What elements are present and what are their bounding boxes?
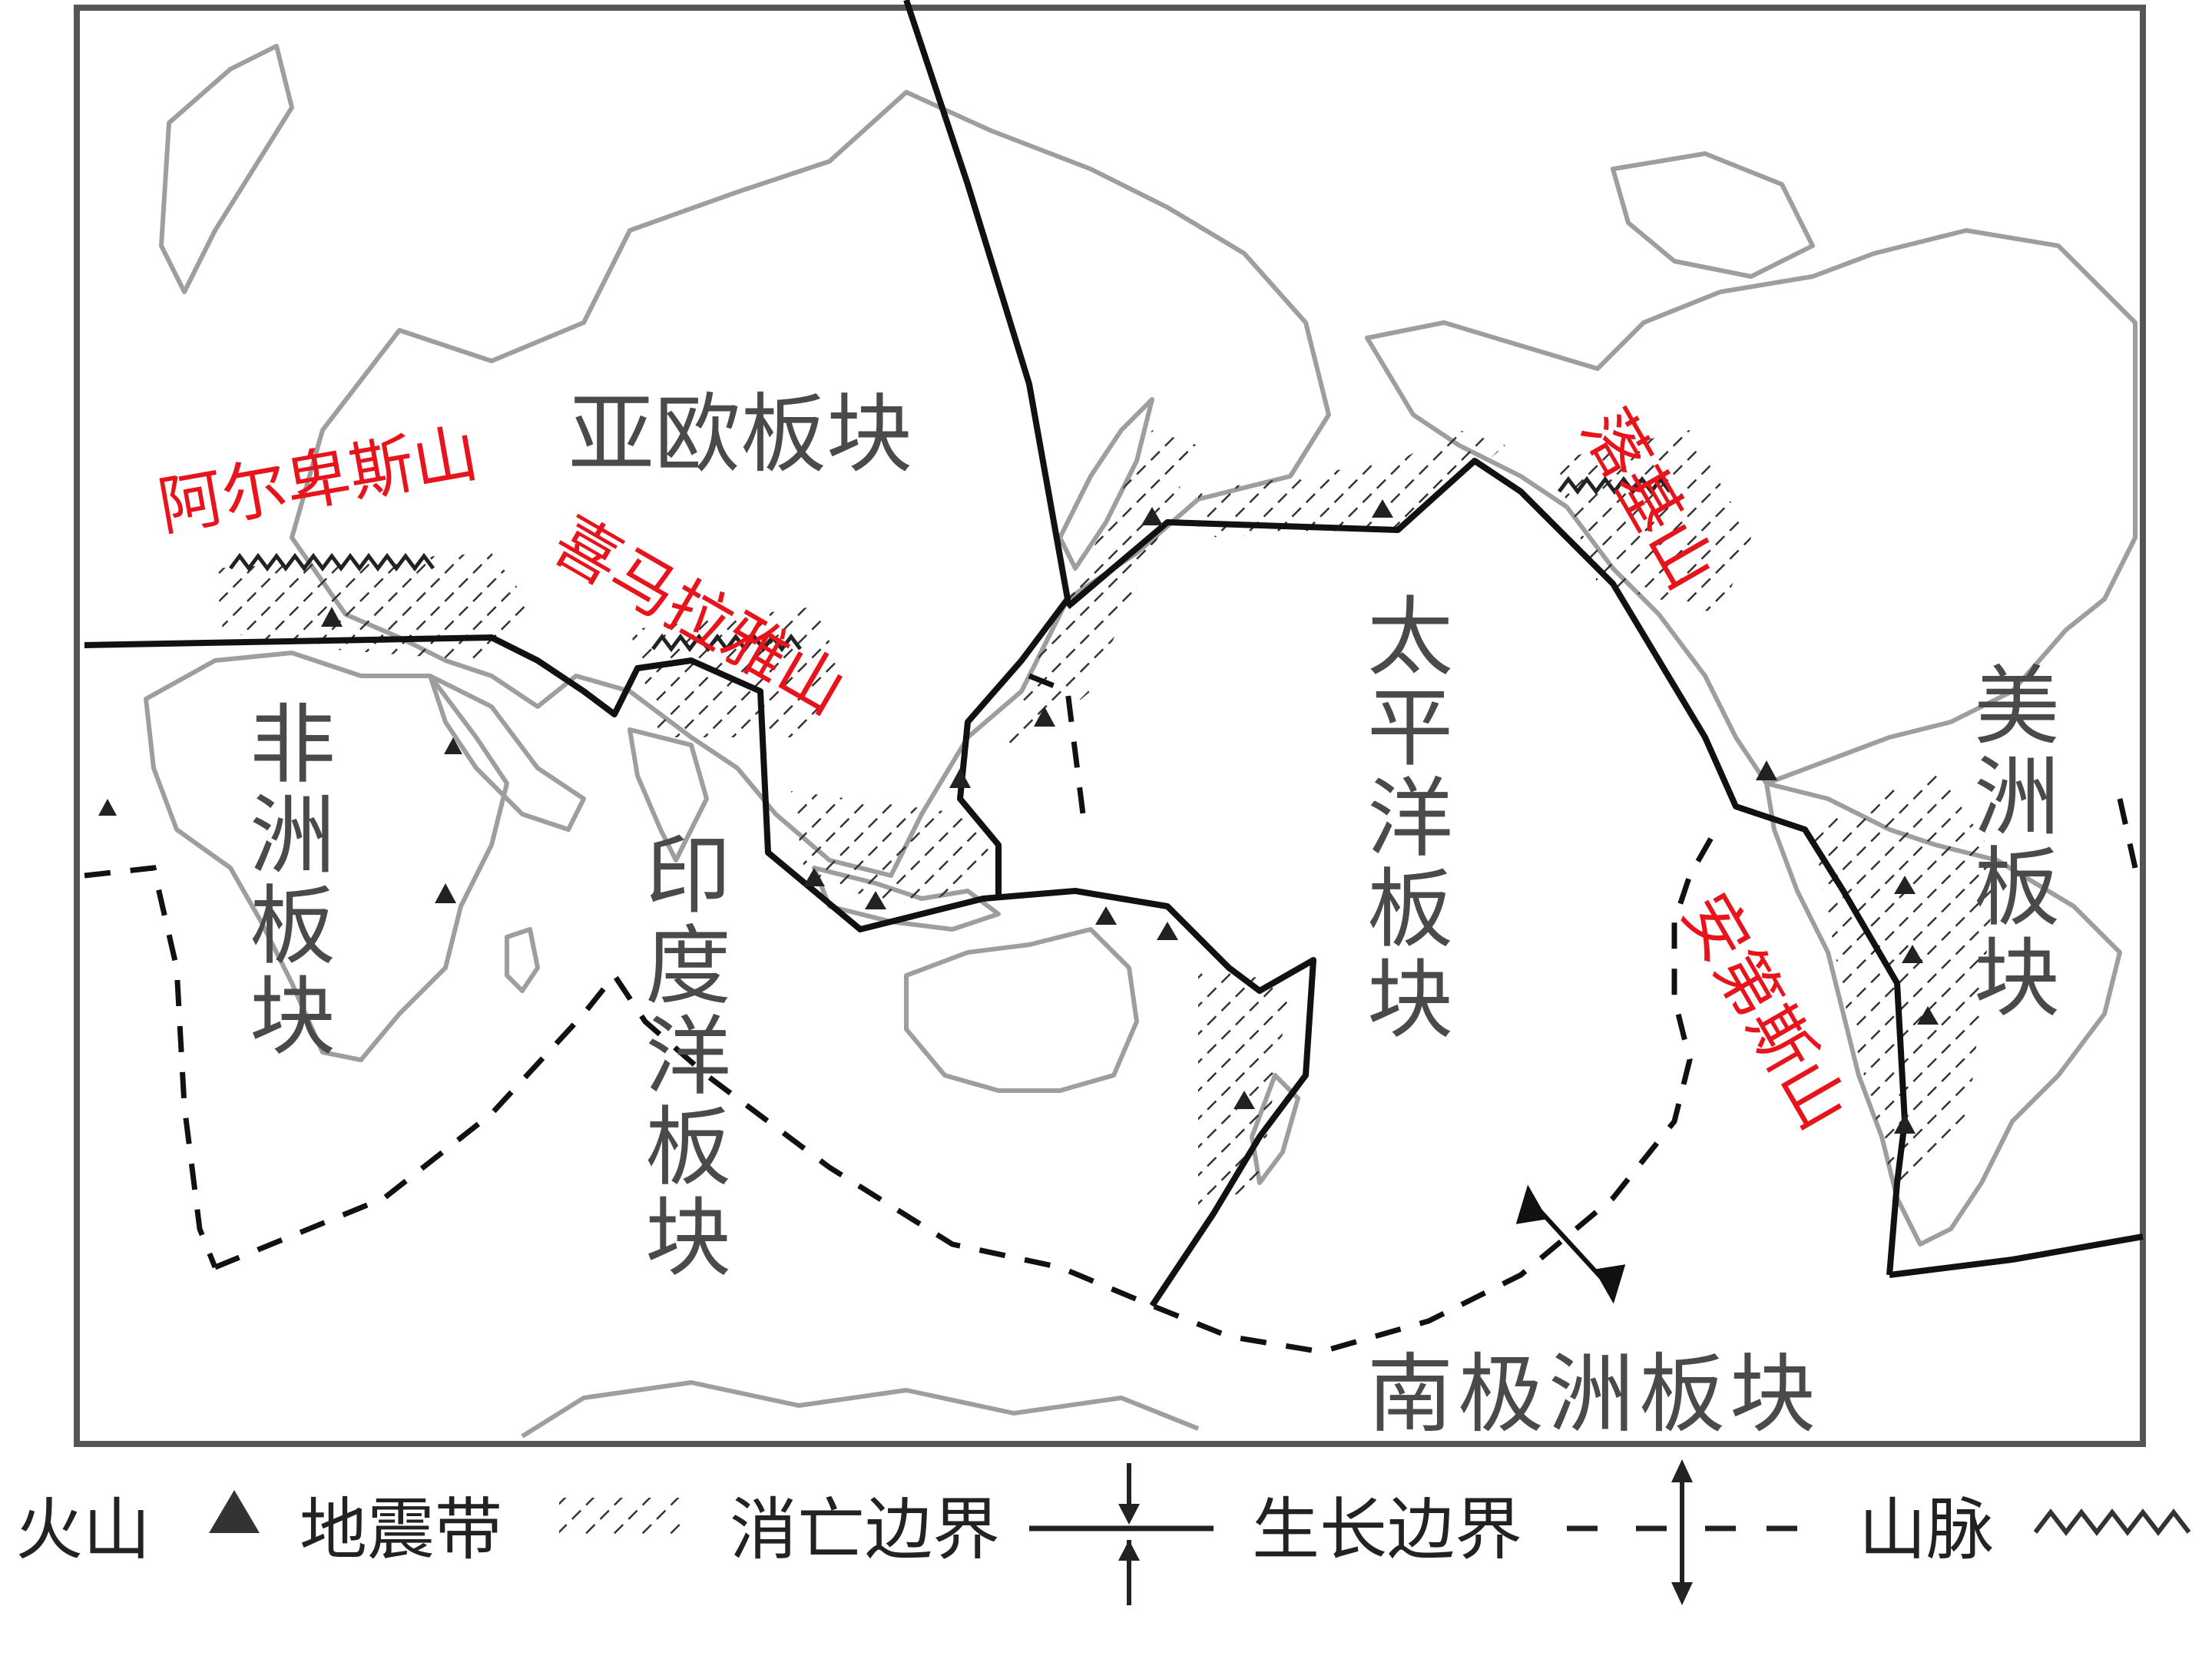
legend-seismic-label: 地震带 (300, 1490, 503, 1569)
volcano-icon (1756, 760, 1777, 780)
label-american-plate: 美洲板块 (1959, 661, 2059, 1023)
label-pacific-plate: 太平洋板块 (1353, 591, 1452, 1045)
seismic-belt-aleutian (1198, 430, 1505, 538)
seismic-belt-sea (791, 791, 998, 906)
volcano-icon (1372, 499, 1393, 518)
boundary-eurasia-africa (84, 634, 1316, 1308)
volcano-icon (1141, 507, 1163, 525)
ridge-arrows (1515, 1184, 1626, 1304)
volcano-icon (1917, 1006, 1939, 1025)
seismic-belt-east-asia (998, 430, 1198, 768)
map-frame (74, 5, 2146, 1447)
volcano-icon (444, 737, 462, 754)
volcano-icon (1902, 945, 1923, 963)
legend-volcano-label: 火山 (15, 1490, 151, 1569)
volcano-icon (1095, 906, 1117, 925)
legend-mountain-label: 山脉 (1859, 1490, 1995, 1569)
volcano-icon (1233, 1091, 1255, 1109)
volcano-icon (321, 607, 343, 627)
legend-seismic-icon (559, 1498, 682, 1536)
seismic-belt-andes (1813, 768, 1997, 1198)
volcano-icon (865, 891, 886, 909)
boundary-western-pacific (903, 0, 1071, 899)
volcano-icon (949, 768, 971, 788)
label-eurasian-plate: 亚欧板块 (568, 385, 912, 485)
ridge-atlantic-south (2117, 798, 2138, 869)
legend-graphics (209, 1459, 2191, 1605)
seismic-belt-alps (215, 553, 538, 661)
boundary-south-america-east (1889, 1233, 2144, 1278)
boundary-north-pacific (1065, 458, 1908, 1276)
ridge-mid-atlantic (84, 865, 218, 1269)
volcanoes (98, 499, 1939, 1134)
volcano-icon (1894, 1114, 1916, 1134)
mountain-symbols (229, 475, 1671, 653)
label-african-plate: 非洲板块 (235, 699, 335, 1061)
label-indian-ocean-plate: 印度洋板块 (631, 830, 730, 1283)
label-antarctic-plate: 南极洲板块 (1367, 1345, 1820, 1445)
volcano-icon (1034, 707, 1055, 727)
volcano-icon (435, 883, 456, 903)
volcano-icon (803, 868, 825, 886)
legend-spreading-label: 生长边界 (1252, 1490, 1523, 1569)
legend-subduction-label: 消亡边界 (730, 1490, 1001, 1569)
volcano-icon (1157, 922, 1178, 940)
subduction-boundaries (84, 0, 2144, 1308)
legend-volcano-icon (209, 1490, 260, 1533)
coastlines (144, 44, 2137, 1439)
volcano-icon (98, 799, 117, 816)
spreading-boundaries (84, 673, 2138, 1355)
ridge-east-pacific-inner (1028, 673, 1086, 815)
seismic-belts (215, 430, 1997, 1214)
volcano-icon (1894, 876, 1916, 894)
